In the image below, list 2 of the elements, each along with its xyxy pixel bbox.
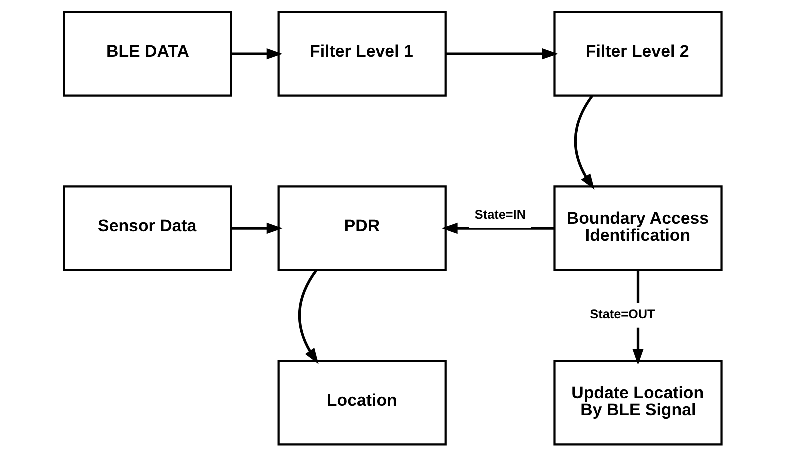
edge-label: State=IN (474, 208, 526, 222)
edge-label: State=OUT (590, 307, 656, 322)
